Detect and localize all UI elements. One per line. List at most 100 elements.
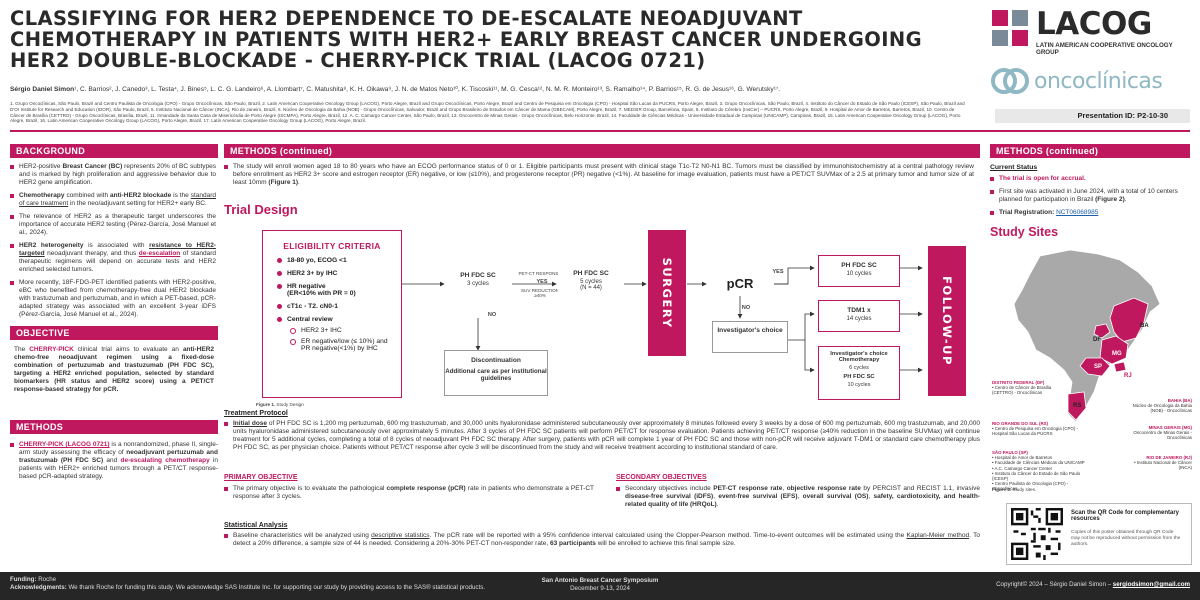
first-author: Sérgio Daniel Simon xyxy=(10,86,75,93)
lacog-mark-icon xyxy=(992,10,1028,46)
site-sp-item: • Instituto do Câncer do Estado de São P… xyxy=(992,470,1081,482)
list-item: Initial dose of PH FDC SC is 1,200 mg pe… xyxy=(224,420,980,452)
followup-band: FOLLOW-UP xyxy=(928,246,966,396)
qr-title: Scan the QR Code for complementary resou… xyxy=(1071,510,1180,522)
lacog-logo: LACOG LATIN AMERICAN COOPERATIVE ONCOLOG… xyxy=(990,6,1190,61)
list-item: HER2-positive Breast Cancer (BC) represe… xyxy=(10,163,216,187)
discontinuation-note: Additional care as per institutional gui… xyxy=(445,368,547,382)
registration-link[interactable]: NCT06068985 xyxy=(1056,209,1099,216)
eligibility-title: ELIGIBILITY CRITERIA xyxy=(283,241,381,251)
criteria-item: HR negative (ER<10% with PR = 0) xyxy=(277,283,395,297)
methods-right-heading: METHODS (continued) xyxy=(990,144,1190,158)
criteria-item: Central review xyxy=(277,316,395,323)
methods-list: CHERRY-PICK (LACOG 0721) is a nonrandomi… xyxy=(10,441,218,481)
eligibility-list: 18-80 yo, ECOG <1 HER2 3+ by IHC HR nega… xyxy=(263,257,401,352)
label-ba: BA xyxy=(1140,323,1149,329)
coauthors: ¹, C. Barrios², J. Canedo³, L. Testa⁴, J… xyxy=(74,86,781,93)
site-df-text: • Centro de Câncer de Brasília (CETTRO) … xyxy=(992,385,1052,396)
label-sp: SP xyxy=(1094,364,1103,370)
secondary-objectives-list: Secondary objectives include PET-CT resp… xyxy=(616,485,980,509)
site-df-title: DISTRITO FEDERAL (DF) xyxy=(992,380,1045,385)
discontinuation-title: Discontinuation xyxy=(471,357,521,364)
author-list: Sérgio Daniel Simon¹, C. Barrios², J. Ca… xyxy=(10,86,970,94)
chemo-cycles: 6 cycles xyxy=(849,365,869,371)
statistical-analysis-section: Statistical Analysis Baseline characteri… xyxy=(224,522,980,553)
oncoclinicas-mark-icon xyxy=(991,68,1029,94)
qr-code-icon[interactable] xyxy=(1011,508,1063,560)
state-df xyxy=(1093,323,1111,339)
protocol-list: Initial dose of PH FDC SC is 1,200 mg pe… xyxy=(224,420,980,452)
funding-text: Roche xyxy=(36,576,57,583)
chemo-title: Investigator's choice Chemotherapy xyxy=(830,351,888,363)
site-rj: RIO DE JANEIRO (RJ) • Instituto Nacional… xyxy=(1128,455,1192,471)
list-item: CHERRY-PICK (LACOG 0721) is a nonrandomi… xyxy=(10,441,218,481)
label-df: DF xyxy=(1093,337,1101,343)
criteria-item: 18-80 yo, ECOG <1 xyxy=(277,257,395,264)
status-list: The trial is open for accrual. First sit… xyxy=(990,175,1190,217)
site-rj-title: RIO DE JANEIRO (RJ) xyxy=(1146,455,1192,460)
protocol-section: Treatment Protocol Initial dose of PH FD… xyxy=(224,410,980,457)
adjuvant-phfdc-box: PH FDC SC 10 cycles xyxy=(818,255,900,287)
list-item: More recently, 18F-FDG-PET identified pa… xyxy=(10,279,216,319)
poster-title: CLASSIFYING FOR HER2 DEPENDENCE TO DE-ES… xyxy=(10,7,923,72)
tdm1-cycles: 14 cycles xyxy=(846,316,872,322)
background-heading: BACKGROUND xyxy=(10,144,218,158)
site-sp-item: • Centro Paulista de Oncologia (CPO) - O… xyxy=(992,481,1069,492)
investigator-title: Investigator's choice xyxy=(717,327,783,334)
adjuvant-phfdc-title: PH FDC SC xyxy=(841,262,877,269)
presentation-id: Presentation ID: P2-10-30 xyxy=(995,109,1190,123)
pcr-yes-label: YES xyxy=(772,269,784,275)
list-item: Secondary objectives include PET-CT resp… xyxy=(616,485,980,509)
lacog-tagline: LATIN AMERICAN COOPERATIVE ONCOLOGY GROU… xyxy=(1036,42,1173,56)
qr-panel: Scan the QR Code for complementary resou… xyxy=(1006,503,1192,565)
continuation-title: PH FDC SC xyxy=(573,270,609,277)
oncoclinicas-logo: oncoclínicas xyxy=(990,64,1190,98)
secondary-objectives-section: SECONDARY OBJECTIVES Secondary objective… xyxy=(616,474,980,514)
middle-column: METHODS (continued) The study will enrol… xyxy=(224,144,984,568)
email-link[interactable]: sergiodsimon@gmail.com xyxy=(1112,581,1190,588)
label-rs: RS xyxy=(1073,403,1082,409)
treatment-protocol-heading: Treatment Protocol xyxy=(224,410,288,417)
site-df: DISTRITO FEDERAL (DF) • Centro de Câncer… xyxy=(992,380,1062,396)
induction-title: PH FDC SC xyxy=(460,272,496,279)
site-sp-title: SÃO PAULO (SP) xyxy=(992,450,1028,455)
state-rj xyxy=(1113,361,1127,373)
copyright-text: Copyright© 2024 – Sérgio Daniel Simon – xyxy=(996,581,1113,588)
criteria-subitem: HER2 3+ IHC xyxy=(277,327,395,334)
yes-label: YES xyxy=(536,279,548,285)
site-sp: SÃO PAULO (SP) • Hospital de Amor de Bar… xyxy=(992,450,1092,492)
brazil-map xyxy=(1013,249,1161,423)
pcr-node: pCR xyxy=(707,272,773,296)
list-item: The trial is open for accrual. xyxy=(990,175,1190,183)
list-item: HER2 heterogeneity is associated with re… xyxy=(10,242,216,274)
header-divider xyxy=(10,130,1190,132)
qr-note: Copies of this poster obtained through Q… xyxy=(1071,530,1181,547)
label-mg: MG xyxy=(1112,351,1122,357)
conference-name: San Antonio Breast Cancer Symposium xyxy=(541,577,659,584)
primary-objective-section: PRIMARY OBJECTIVE The primary objective … xyxy=(224,474,594,506)
site-mg: MINAS GERAIS (MG) Oncocentro de Minas Ge… xyxy=(1132,425,1192,441)
induction-cycles: 3 cycles xyxy=(467,281,489,287)
site-rs: RIO GRANDE DO SUL (RS) • Centro de Pesqu… xyxy=(992,421,1082,437)
statistical-analysis-heading: Statistical Analysis xyxy=(224,522,288,529)
list-item: Chemotherapy combined with anti-HER2 blo… xyxy=(10,192,216,208)
site-sp-item: • Faculdade de Ciências Médicas da UNICA… xyxy=(992,460,1085,466)
chemo-phfdc-title: PH FDC SC xyxy=(843,374,875,380)
methods-heading: METHODS xyxy=(10,420,218,434)
list-item: First site was activated in June 2024, w… xyxy=(990,188,1190,204)
state-sp xyxy=(1079,357,1111,377)
chemo-phfdc-cycles: 10 cycles xyxy=(847,382,871,388)
tdm1-title: TDM1 x xyxy=(847,307,871,314)
poster-header: CLASSIFYING FOR HER2 DEPENDENCE TO DE-ES… xyxy=(0,0,1200,140)
current-status-heading: Current Status xyxy=(990,164,1038,171)
site-sp-item: • A.C. Camargo Cancer Center xyxy=(992,465,1053,471)
primary-objective-list: The primary objective is to evaluate the… xyxy=(224,485,594,501)
site-ba-title: BAHIA (BA) xyxy=(1167,398,1192,403)
adjuvant-phfdc-cycles: 10 cycles xyxy=(846,271,872,277)
study-sites-title: Study Sites xyxy=(990,225,1059,239)
site-rs-text: • Centro de Pesquisa em Oncologia (CPO) … xyxy=(992,426,1078,437)
surgery-band: SURGERY xyxy=(648,230,686,356)
secondary-objectives-heading: SECONDARY OBJECTIVES xyxy=(616,474,707,481)
trial-link[interactable]: CHERRY-PICK (LACOG 0721) xyxy=(19,441,110,448)
site-rj-text: • Instituto Nacional de Câncer (INCA) xyxy=(1134,460,1192,471)
